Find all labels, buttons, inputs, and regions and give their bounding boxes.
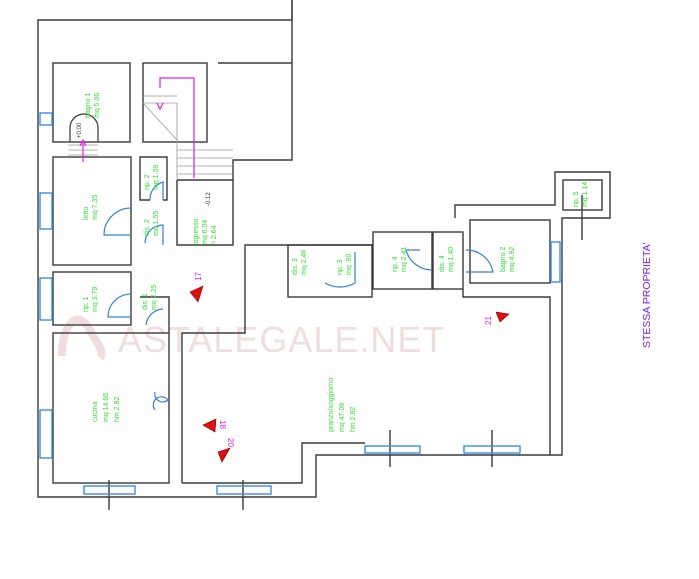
room-name: rip. 2 [144,174,151,190]
svg-text:dis. 3mq 2.46: dis. 3mq 2.46 [292,250,308,275]
room-area: mq 2.46 [301,250,308,275]
room-area: mq 1.40 [448,247,455,272]
photo-point-label: 20 [226,438,235,447]
camera-icon [202,418,217,433]
watermark: ASTALEGALE.NET [58,315,445,361]
svg-text:dis. 1mq 2.25: dis. 1mq 2.25 [142,285,158,310]
photo-point-label: 18 [218,420,227,429]
room-area: mq 1.08 [153,165,160,190]
room-height: hm 2.82 [350,407,357,432]
walls [37,0,611,510]
room-name: ingresso [193,218,200,245]
room-name: dis. 2 [144,219,151,236]
room-area: mq 1.14 [582,182,589,207]
room-name: bagno 1 [85,93,92,118]
room-height: hm 2.82 [114,397,121,422]
camera-icon [189,285,204,303]
windows [39,112,561,495]
svg-text:rip. 4mq 2.41: rip. 4mq 2.41 [392,247,408,272]
svg-text:rip. 5mq 1.14: rip. 5mq 1.14 [573,182,589,207]
svg-text:dis. 4mq 1.40: dis. 4mq 1.40 [439,247,455,272]
room-name: bagno 2 [500,247,507,272]
room-area: mq 14.66 [103,393,110,422]
photo-point-label: 21 [484,316,493,325]
photo-points: 17 18 20 21 [189,272,510,463]
room-area: mq 6.04 [202,220,209,245]
room-height: h 2.64 [211,225,218,245]
room-name: dis. 4 [439,255,446,272]
svg-text:bagno 2mq 4.92: bagno 2mq 4.92 [500,247,516,272]
level-markers: +0.00 -0.12 [77,122,212,206]
camera-icon [495,311,510,323]
room-name: rip. 1 [83,296,90,312]
room-name: dis. 1 [142,293,149,310]
svg-text:bagno 1mq 5.06: bagno 1mq 5.06 [85,93,101,118]
room-area: mq 4.92 [509,247,516,272]
svg-text:dis. 2mq 1.55: dis. 2mq 1.55 [144,211,160,236]
room-area: mq 7.35 [92,195,99,220]
property-note: STESSA PROPRIETA' [641,242,653,348]
svg-text:rip. 1mq 3.79: rip. 1mq 3.79 [83,287,99,312]
room-name: pranzo/soggiorno [328,378,335,432]
room-name: rip. 3 [337,259,344,275]
room-name: rip. 4 [392,256,399,272]
room-area: mq 47.08 [339,403,346,432]
doors [69,113,494,411]
room-area: mq .90 [346,253,353,275]
room-area: mq 1.55 [153,211,160,236]
level-ingresso: -0.12 [206,192,212,206]
room-name: rip. 5 [573,191,580,207]
photo-point-label: 17 [194,272,203,281]
room-area: mq 3.79 [92,287,99,312]
room-area: mq 2.25 [151,285,158,310]
room-name: dis. 3 [292,258,299,275]
watermark-text: ASTALEGALE.NET [118,319,445,360]
camera-icon [217,447,231,463]
room-area: mq 5.06 [94,93,101,118]
room-name: cucina [92,402,99,422]
level-bagno1: +0.00 [77,122,83,138]
staircase [68,77,233,180]
svg-text:rip. 3mq .90: rip. 3mq .90 [337,253,353,275]
room-area: mq 2.41 [401,247,408,272]
svg-text:rip. 2mq 1.08: rip. 2mq 1.08 [144,165,160,190]
room-name: letto [83,207,90,220]
